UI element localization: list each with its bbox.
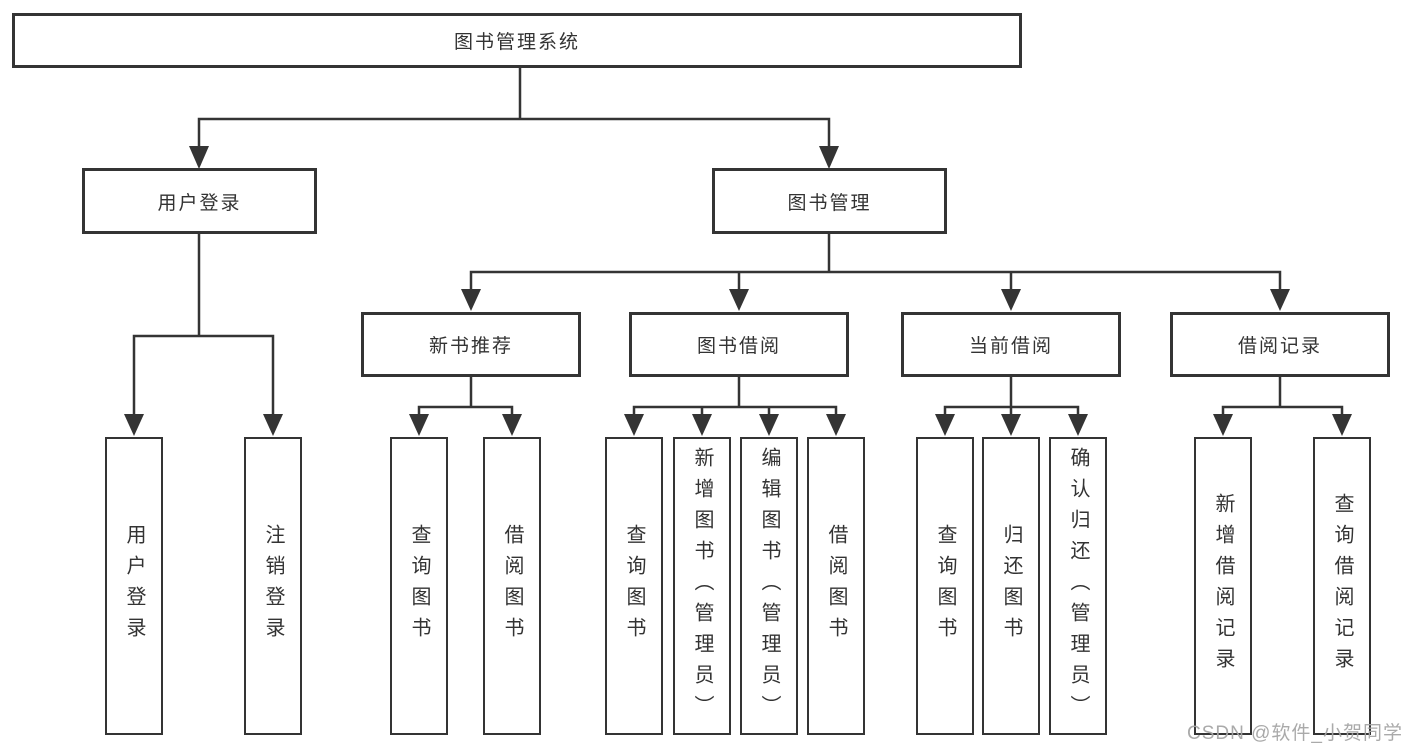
leaf-user-login: 用户登录 <box>105 437 163 735</box>
leaf-borrow-books-newbooks: 借阅图书 <box>483 437 541 735</box>
leaf-add-books-admin: 新增图书（管理员） <box>673 437 731 735</box>
node-book-management-label: 图书管理 <box>787 192 872 214</box>
arrow-icon <box>729 289 749 311</box>
node-book-borrowing-label: 图书借阅 <box>696 336 781 357</box>
arrowheads <box>124 146 1352 436</box>
leaf-confirm-return-admin-label: 确认归还（管理员） <box>1067 446 1089 726</box>
arrow-icon <box>819 146 839 169</box>
leaf-logout-login-label: 注销登录 <box>262 524 284 648</box>
node-book-management: 图书管理 <box>712 168 947 234</box>
arrow-icon <box>759 414 779 436</box>
connector-currentborrow-to-leaves <box>943 377 1080 415</box>
leaf-confirm-return-admin: 确认归还（管理员） <box>1049 437 1107 735</box>
node-user-login: 用户登录 <box>82 168 317 234</box>
node-current-borrowing-label: 当前借阅 <box>968 336 1053 357</box>
node-new-book-recommend-label: 新书推荐 <box>428 336 513 357</box>
arrow-icon <box>1001 414 1021 436</box>
node-library-system: 图书管理系统 <box>12 13 1022 68</box>
leaf-return-books: 归还图书 <box>982 437 1040 735</box>
leaf-add-borrow-record-label: 新增借阅记录 <box>1212 493 1234 679</box>
leaf-edit-books-admin-label: 编辑图书（管理员） <box>758 446 780 726</box>
leaf-return-books-label: 归还图书 <box>1000 524 1022 648</box>
arrow-icon <box>1270 289 1290 311</box>
arrow-icon <box>124 414 144 436</box>
arrow-icon <box>502 414 522 436</box>
leaf-query-books-borrowing: 查询图书 <box>605 437 663 735</box>
connector-newbooks-to-leaves <box>417 377 514 415</box>
leaf-query-books-newbooks: 查询图书 <box>390 437 448 735</box>
arrow-icon <box>624 414 644 436</box>
node-borrow-records-label: 借阅记录 <box>1237 336 1322 357</box>
leaf-user-login-label: 用户登录 <box>123 524 145 648</box>
arrow-icon <box>826 414 846 436</box>
leaf-borrow-books-newbooks-label: 借阅图书 <box>501 524 523 648</box>
connector-userlogin-to-leaves <box>132 234 275 415</box>
leaf-edit-books-admin: 编辑图书（管理员） <box>740 437 798 735</box>
csdn-watermark: CSDN @软件_小贺同学 <box>1187 723 1403 744</box>
leaf-query-borrow-record: 查询借阅记录 <box>1313 437 1371 735</box>
node-user-login-label: 用户登录 <box>157 192 242 214</box>
arrow-icon <box>263 414 283 436</box>
arrow-icon <box>692 414 712 436</box>
connector-records-to-leaves <box>1221 377 1344 415</box>
node-current-borrowing: 当前借阅 <box>901 312 1121 377</box>
arrow-icon <box>1001 289 1021 311</box>
arrow-icon <box>935 414 955 436</box>
arrow-icon <box>1332 414 1352 436</box>
arrow-icon <box>1213 414 1233 436</box>
leaf-query-books-current-label: 查询图书 <box>934 524 956 648</box>
arrow-icon <box>189 146 209 169</box>
node-library-system-label: 图书管理系统 <box>453 32 580 53</box>
leaf-query-books-current: 查询图书 <box>916 437 974 735</box>
arrow-icon <box>1068 414 1088 436</box>
leaf-add-borrow-record: 新增借阅记录 <box>1194 437 1252 735</box>
connector-bookborrow-to-leaves <box>632 377 838 415</box>
leaf-query-books-newbooks-label: 查询图书 <box>408 524 430 648</box>
leaf-add-books-admin-label: 新增图书（管理员） <box>691 446 713 726</box>
node-borrow-records: 借阅记录 <box>1170 312 1390 377</box>
node-new-book-recommend: 新书推荐 <box>361 312 581 377</box>
arrow-icon <box>461 289 481 311</box>
connector-root-to-level2 <box>197 68 831 147</box>
leaf-borrow-books-borrowing: 借阅图书 <box>807 437 865 735</box>
arrow-icon <box>409 414 429 436</box>
connector-bookmgmt-to-level3 <box>469 234 1282 290</box>
leaf-query-borrow-record-label: 查询借阅记录 <box>1331 493 1353 679</box>
leaf-borrow-books-borrowing-label: 借阅图书 <box>825 524 847 648</box>
leaf-logout-login: 注销登录 <box>244 437 302 735</box>
node-book-borrowing: 图书借阅 <box>629 312 849 377</box>
leaf-query-books-borrowing-label: 查询图书 <box>623 524 645 648</box>
